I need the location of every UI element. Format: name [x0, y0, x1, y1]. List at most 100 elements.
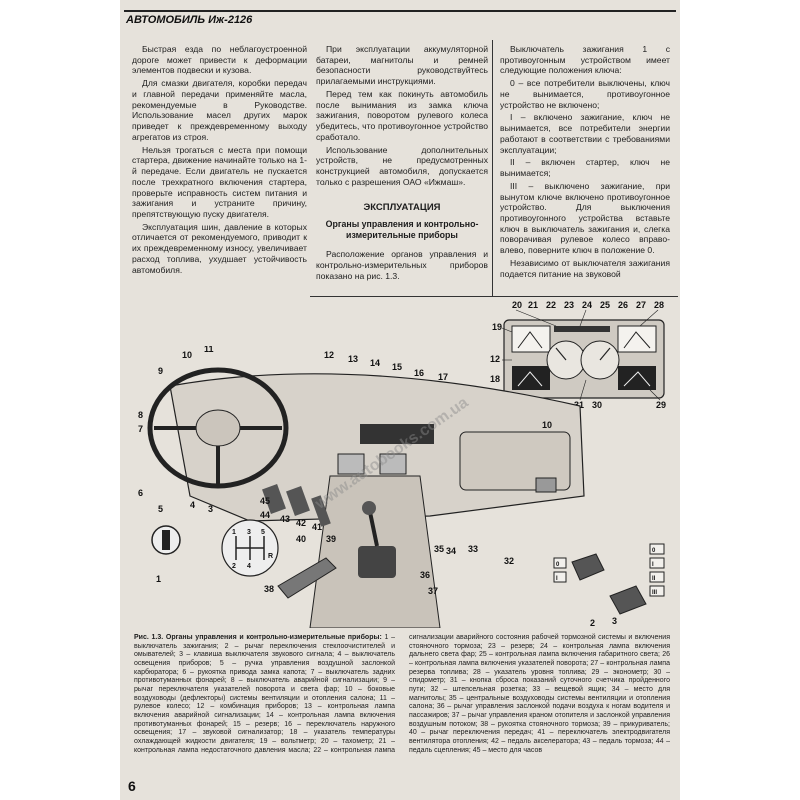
mark-0: 0: [556, 562, 560, 568]
side-vent: [535, 477, 557, 493]
callout-31: 31: [574, 400, 584, 410]
callout-3: 3: [208, 504, 213, 514]
switch-panel-inset: 0 I 0 I II III 2 3: [553, 543, 665, 628]
callout-30: 30: [592, 400, 602, 410]
paragraph: I – включено зажигание, ключ не вынимает…: [500, 112, 670, 155]
callout-1: 1: [156, 574, 161, 584]
parking-brake-handle: [277, 557, 337, 599]
document-page: АВТОМОБИЛЬ Иж-2126 Быстрая езда по небла…: [120, 0, 680, 800]
warning-lamps-row: [554, 326, 610, 332]
callout-14: 14: [370, 358, 380, 368]
center-vent-left: [337, 453, 365, 475]
callout-39: 39: [326, 534, 336, 544]
callout-34: 34: [446, 546, 456, 556]
callout-10-right: 10: [542, 420, 552, 430]
paragraph: Эксплуатация шин, давление в которых отл…: [132, 221, 307, 275]
callout-20: 20: [512, 300, 522, 310]
callout-32: 32: [504, 556, 514, 566]
column-divider: [492, 40, 493, 296]
callout-10: 10: [182, 350, 192, 360]
callout-41: 41: [312, 522, 322, 532]
callout-44: 44: [260, 510, 270, 520]
callout-2: 2: [590, 618, 595, 628]
mark-III: III: [652, 590, 657, 596]
callout-24: 24: [582, 300, 592, 310]
callout-9: 9: [158, 366, 163, 376]
mark-II: II: [652, 576, 656, 582]
paragraph: Выключатель зажигания 1 с противоугонным…: [500, 44, 670, 76]
callout-21: 21: [528, 300, 538, 310]
paragraph: Для смазки двигателя, коробки передач и …: [132, 78, 307, 142]
callout-22: 22: [546, 300, 556, 310]
callout-38: 38: [264, 584, 274, 594]
gear-1: 1: [232, 529, 236, 536]
mark-I-right: I: [652, 562, 654, 568]
gear-knob: [362, 501, 376, 515]
callout-12: 12: [324, 350, 334, 360]
callout-11: 11: [204, 346, 214, 354]
callout-33: 33: [468, 544, 478, 554]
callout-7: 7: [138, 424, 143, 434]
callout-35: 35: [434, 544, 444, 554]
callout-25: 25: [600, 300, 610, 310]
paragraph: Быстрая езда по неблагоустроенной дороге…: [132, 44, 307, 76]
callout-5: 5: [158, 504, 163, 514]
gear-boot: [358, 546, 396, 578]
callout-28: 28: [654, 300, 664, 310]
clutch-pedal: [262, 484, 286, 514]
callout-43: 43: [280, 514, 290, 524]
dashboard-illustration: 1 3 5 2 4 R 10 11 9 8 7 6 5 4 3 1 12 13 …: [138, 346, 585, 628]
callout-36: 36: [420, 570, 430, 580]
paragraph: II – включен стартер, ключ не вынимается…: [500, 157, 670, 179]
callout-8: 8: [138, 410, 143, 420]
callout-45: 45: [260, 496, 270, 506]
instrument-cluster-figure: 19 20 21 22 23 24 25 26 27 28 12 18 31 3…: [490, 300, 666, 410]
paragraph: Использование дополнительных устройств, …: [316, 144, 488, 187]
paragraph: 0 – все потребители выключены, ключ не в…: [500, 78, 670, 110]
gear-lever: [368, 511, 379, 547]
callout-37: 37: [428, 586, 438, 596]
callout-27: 27: [636, 300, 646, 310]
gear-5: 5: [261, 529, 265, 536]
figure-caption: Рис. 1.3. Органы управления и контрольно…: [134, 634, 670, 755]
paragraph: Расположение органов управления и контро…: [316, 249, 488, 281]
caption-title: Рис. 1.3. Органы управления и контрольно…: [134, 634, 382, 641]
gear-r: R: [268, 553, 273, 560]
gear-4: 4: [247, 563, 251, 570]
stalk-switch-lower: [609, 585, 647, 615]
callout-19: 19: [492, 322, 502, 332]
callout-16: 16: [414, 368, 424, 378]
mark-I: I: [556, 576, 558, 582]
brake-pedal: [286, 486, 310, 516]
callout-6: 6: [138, 488, 143, 498]
paragraph: Независимо от выключателя зажигания пода…: [500, 257, 670, 279]
gear-2: 2: [232, 563, 236, 570]
paragraph: Перед тем как покинуть автомобиль после …: [316, 88, 488, 142]
paragraph: При эксплуатации аккумуляторной батареи,…: [316, 44, 488, 87]
text-column-3: Выключатель зажигания 1 с противоугонным…: [500, 44, 670, 281]
text-column-1: Быстрая езда по неблагоустроенной дороге…: [132, 44, 307, 277]
callout-18: 18: [490, 374, 500, 384]
center-vent-right: [379, 453, 407, 475]
text-bottom-rule: [310, 296, 678, 297]
section-title: ЭКСПЛУАТАЦИЯ: [363, 201, 441, 213]
paragraph: Нельзя трогаться с места при помощи стар…: [132, 144, 307, 220]
callout-12: 12: [490, 354, 500, 364]
radio-slot: [360, 424, 434, 444]
gear-3: 3: [247, 529, 251, 536]
paragraph: III – выключено зажигание, при вынутом к…: [500, 180, 670, 256]
callout-15: 15: [392, 362, 402, 372]
callout-42: 42: [296, 518, 306, 528]
subsection-title: Органы управления и контрольно-измерител…: [325, 219, 479, 241]
page-number: 6: [128, 778, 136, 794]
accelerator-pedal: [311, 495, 331, 527]
callout-29: 29: [656, 400, 666, 410]
text-column-2: При эксплуатации аккумуляторной батареи,…: [316, 44, 488, 284]
mark-0-right: 0: [652, 548, 656, 554]
fuel-gauge-window: [617, 325, 657, 353]
caption-text: 1 – выключатель зажигания; 2 – рычаг пер…: [134, 634, 670, 754]
callout-40: 40: [296, 534, 306, 544]
callout-26: 26: [618, 300, 628, 310]
steering-wheel: [147, 367, 289, 489]
running-header: АВТОМОБИЛЬ Иж-2126: [126, 14, 253, 26]
